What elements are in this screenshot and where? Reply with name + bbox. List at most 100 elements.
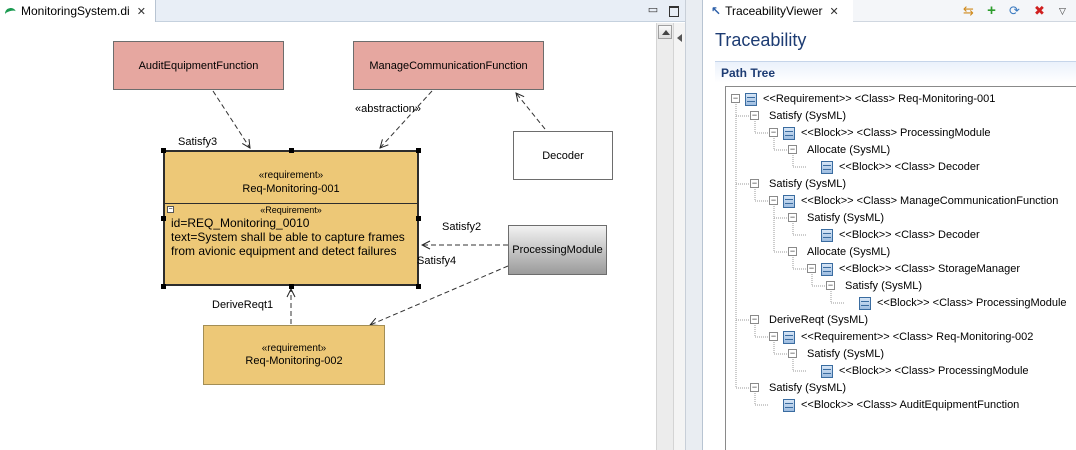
tree-collapse-toggle[interactable]: − [750,314,759,324]
requirement-req-monitoring-002[interactable]: «requirement» Req-Monitoring-002 [203,325,385,385]
class-icon [821,160,833,174]
class-icon [821,262,833,276]
selection-handle[interactable] [289,148,294,153]
requirement-attributes: id=REQ_Monitoring_0010 text=System shall… [171,216,417,260]
tree-item-label: Allocate (SysML) [807,246,891,258]
tree-collapse-toggle[interactable]: − [769,331,778,341]
view-menu-icon[interactable]: ▽ [1059,6,1066,16]
tree-collapse-toggle[interactable]: − [788,212,797,222]
minimize-button[interactable]: ▭ [647,4,659,16]
tree-item-element[interactable]: <<Block>> <Class> AuditEquipmentFunction [783,397,1019,413]
close-icon[interactable]: ✕ [829,5,839,18]
class-icon [859,296,871,310]
traceability-viewer: ↖ TraceabilityViewer ✕ ⇆ + ⟳ ✖ ▽ Traceab… [702,0,1076,450]
tree-collapse-toggle[interactable]: − [826,280,835,290]
block-manage-communication-function[interactable]: ManageCommunicationFunction [353,41,544,90]
tree-collapse-toggle[interactable]: − [788,246,797,256]
tree-connector-lines [735,104,845,406]
close-icon[interactable]: ✕ [136,5,146,18]
tree-collapse-toggle[interactable]: − [750,382,759,392]
selection-handle[interactable] [161,148,166,153]
selection-handle[interactable] [416,148,421,153]
edge-abstraction [380,90,433,148]
edge-label-satisfy4[interactable]: Satisfy4 [417,255,457,267]
selection-handle[interactable] [161,284,166,289]
selection-handle[interactable] [416,216,421,221]
tree-item-relationship[interactable]: Satisfy (SysML) [845,278,922,294]
edge-label-derive-reqt1[interactable]: DeriveReqt1 [212,299,274,311]
tree-item-element[interactable]: <<Block>> <Class> Decoder [821,227,980,243]
edge-label-satisfy2[interactable]: Satisfy2 [442,221,482,233]
block-label: ProcessingModule [512,244,603,256]
edge-label-satisfy3[interactable]: Satisfy3 [178,136,218,148]
editor-tab-bar: MonitoringSystem.di ✕ ▭ [0,0,696,22]
tree-item-label: <<Block>> <Class> AuditEquipmentFunction [801,399,1020,411]
editor-tab-monitoring-system[interactable]: MonitoringSystem.di ✕ [0,0,156,22]
tree-item-relationship[interactable]: Satisfy (SysML) [769,108,846,124]
tree-item-relationship[interactable]: Allocate (SysML) [807,142,890,158]
tree-collapse-toggle[interactable]: − [788,144,797,154]
compartment-stereotype: «Requirement» [260,205,322,215]
tree-item-element[interactable]: <<Block>> <Class> ProcessingModule [859,295,1067,311]
tree-item-label: <<Requirement>> <Class> Req-Monitoring-0… [801,331,1034,343]
view-tab-traceability[interactable]: ↖ TraceabilityViewer ✕ [703,0,853,22]
block-processing-module[interactable]: ProcessingModule [508,225,607,275]
tree-item-relationship[interactable]: Satisfy (SysML) [769,176,846,192]
sash[interactable] [685,0,702,450]
class-icon [783,330,795,344]
compartment-divider [165,203,417,204]
block-decoder[interactable]: Decoder [513,131,613,180]
tree-item-relationship[interactable]: Satisfy (SysML) [807,210,884,226]
view-title: Traceability [715,30,807,50]
edge-decoder-manage [516,93,546,130]
tree-collapse-toggle[interactable]: − [750,110,759,120]
tree-collapse-toggle[interactable]: − [807,263,816,273]
tree-collapse-toggle[interactable]: − [788,348,797,358]
add-icon[interactable]: + [987,2,996,19]
class-icon [745,92,757,106]
tree-item-label: <<Block>> <Class> Decoder [839,161,980,173]
tree-collapse-toggle[interactable]: − [731,93,740,103]
view-tab-bar: ↖ TraceabilityViewer ✕ ⇆ + ⟳ ✖ ▽ [703,0,1076,22]
tree-item-element[interactable]: <<Block>> <Class> ProcessingModule [821,363,1029,379]
tree-item-element[interactable]: <<Block>> <Class> StorageManager [821,261,1020,277]
requirement-stereotype: «requirement» [258,170,324,181]
papyrus-diagram-icon [4,5,17,18]
selection-handle[interactable] [161,216,166,221]
maximize-button[interactable] [666,3,680,17]
tree-item-element[interactable]: <<Block>> <Class> ProcessingModule [783,125,991,141]
link-with-editor-icon[interactable]: ⇆ [963,3,974,18]
diagram-editor: MonitoringSystem.di ✕ ▭ [0,0,696,450]
refresh-icon[interactable]: ⟳ [1009,3,1020,18]
tree-item-element[interactable]: <<Block>> <Class> ManageCommunicationFun… [783,193,1058,209]
selection-handle[interactable] [416,284,421,289]
tree-collapse-toggle[interactable]: − [750,178,759,188]
edge-satisfy3 [212,90,250,148]
block-label: ManageCommunicationFunction [369,59,528,72]
edge-label-abstraction[interactable]: «abstraction» [355,103,422,115]
diagram-canvas[interactable]: AuditEquipmentFunction ManageCommunicati… [0,23,656,450]
tree-item-relationship[interactable]: Satisfy (SysML) [807,346,884,362]
path-tree[interactable]: −<<Requirement>> <Class> Req-Monitoring-… [725,86,1076,450]
vertical-scrollbar[interactable] [656,23,673,450]
block-audit-equipment-function[interactable]: AuditEquipmentFunction [113,41,284,90]
tree-item-relationship[interactable]: Satisfy (SysML) [769,380,846,396]
tree-item-relationship[interactable]: Allocate (SysML) [807,244,890,260]
collapse-compartment-button[interactable]: − [167,206,174,213]
tree-item-relationship[interactable]: DeriveReqt (SysML) [769,312,868,328]
tree-item-element[interactable]: <<Block>> <Class> Decoder [821,159,980,175]
delete-icon[interactable]: ✖ [1034,3,1045,18]
requirement-req-monitoring-001[interactable]: «requirement» Req-Monitoring-001 − «Requ… [163,150,419,286]
attribute-id: id=REQ_Monitoring_0010 [171,216,310,230]
selection-handle[interactable] [289,284,294,289]
tree-item-element[interactable]: <<Requirement>> <Class> Req-Monitoring-0… [745,91,995,107]
tree-item-label: Satisfy (SysML) [807,212,885,224]
tree-item-label: <<Requirement>> <Class> Req-Monitoring-0… [763,93,996,105]
scroll-up-button[interactable] [658,25,672,39]
class-icon [783,194,795,208]
tree-collapse-toggle[interactable]: − [769,127,778,137]
show-palette-icon[interactable] [675,31,685,45]
tree-collapse-toggle[interactable]: − [769,195,778,205]
tree-item-element[interactable]: <<Requirement>> <Class> Req-Monitoring-0… [783,329,1033,345]
block-label: AuditEquipmentFunction [138,59,259,72]
